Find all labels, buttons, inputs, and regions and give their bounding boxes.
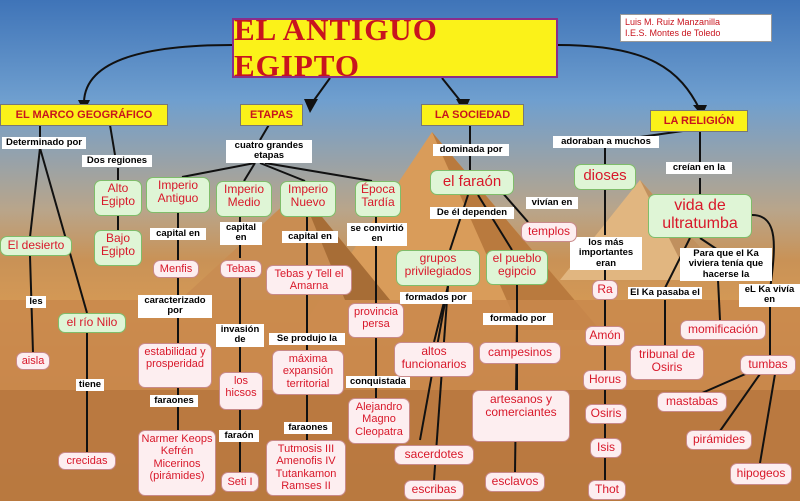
section-sociedad: LA SOCIEDAD [421, 104, 524, 126]
link-conquistada: conquistada [346, 376, 410, 389]
node-alto-egipto[interactable]: Alto Egipto [94, 180, 142, 216]
node-imperio-antiguo[interactable]: Imperio Antiguo [146, 177, 210, 213]
author-school: I.E.S. Montes de Toledo [625, 28, 721, 39]
link-faraon-medio: faraón [219, 430, 259, 443]
node-mastabas[interactable]: mastabas [657, 392, 727, 412]
link-dominada: dominada por [433, 144, 509, 157]
node-altos-funcionarios[interactable]: altos funcionarios [394, 342, 474, 377]
node-tebas-amarna[interactable]: Tebas y Tell el Amarna [266, 265, 352, 295]
node-faraones-nuevo[interactable]: Tutmosis III Amenofis IV Tutankamon Rams… [266, 440, 346, 496]
node-templos[interactable]: templos [521, 222, 577, 242]
node-escribas[interactable]: escribas [404, 480, 464, 500]
link-para-que-ka: Para que el Ka viviera tenía que hacerse… [680, 248, 772, 282]
link-se-produjo: Se produjo la [269, 333, 345, 346]
node-seti[interactable]: Seti I [221, 472, 259, 492]
link-faraones-antiguo: faraones [150, 395, 198, 408]
node-hipogeos[interactable]: hipogeos [730, 463, 792, 485]
link-ka-pasaba: El Ka pasaba el [628, 287, 702, 300]
link-de-el-dependen: De él dependen [430, 207, 514, 220]
author-credit: Luis M. Ruiz Manzanilla I.E.S. Montes de… [620, 14, 772, 42]
link-capital-nuevo: capital en [282, 231, 338, 244]
node-estabilidad-prosperidad[interactable]: estabilidad y prosperidad [138, 343, 212, 388]
node-menfis[interactable]: Menfis [153, 260, 199, 278]
link-faraones-nuevo: faraones [284, 422, 332, 435]
link-creian: creían en la [666, 162, 732, 175]
node-grupos-privilegiados[interactable]: grupos privilegiados [396, 250, 480, 286]
node-horus[interactable]: Horus [583, 370, 627, 390]
node-thot[interactable]: Thot [588, 480, 626, 500]
link-tiene: tiene [76, 379, 104, 392]
main-title: EL ANTIGUO EGIPTO [232, 12, 558, 83]
node-alejandro-cleopatra[interactable]: Alejandro Magno Cleopatra [348, 398, 410, 444]
node-isis[interactable]: Isis [590, 438, 622, 458]
node-pueblo-egipcio[interactable]: el pueblo egipcio [486, 250, 548, 285]
link-capital-antiguo: capital en [150, 228, 206, 241]
section-etapas: ETAPAS [240, 104, 303, 126]
link-ka-vivia: eL Ka vivía en [739, 284, 800, 307]
node-provincia-persa[interactable]: provincia persa [348, 303, 404, 338]
author-name: Luis M. Ruiz Manzanilla [625, 17, 721, 27]
node-tumbas[interactable]: tumbas [740, 355, 796, 375]
node-epoca-tardia[interactable]: Época Tardía [355, 181, 401, 217]
node-rio-nilo[interactable]: el río Nilo [58, 313, 126, 333]
link-les: les [26, 296, 46, 309]
link-formados-por: formados por [400, 292, 472, 305]
node-sacerdotes[interactable]: sacerdotes [394, 445, 474, 465]
node-osiris[interactable]: Osiris [585, 404, 627, 424]
node-imperio-medio[interactable]: Imperio Medio [216, 181, 272, 217]
node-tebas[interactable]: Tebas [220, 260, 262, 278]
node-vida-ultratumba[interactable]: vida de ultratumba [648, 194, 752, 238]
section-religion: LA RELIGIÓN [650, 110, 748, 132]
node-imperio-nuevo[interactable]: Imperio Nuevo [280, 181, 336, 217]
node-hicsos[interactable]: los hicsos [219, 372, 263, 410]
node-maxima-expansion[interactable]: máxima expansión territorial [272, 350, 344, 395]
node-campesinos[interactable]: campesinos [479, 342, 561, 364]
link-invasion: invasión de [216, 324, 264, 347]
node-aisla[interactable]: aisla [16, 352, 50, 370]
link-formado-por: formado por [483, 313, 553, 326]
section-marco-geografico: EL MARCO GEOGRÁFICO [0, 104, 168, 126]
link-dos-regiones: Dos regiones [82, 155, 152, 168]
link-vivian: vivían en [526, 197, 578, 210]
node-crecidas[interactable]: crecidas [58, 452, 116, 470]
node-amon[interactable]: Amón [585, 326, 625, 346]
link-adoraban: adoraban a muchos [553, 136, 659, 149]
link-cuatro-etapas: cuatro grandes etapas [226, 140, 312, 163]
node-artesanos-comerciantes[interactable]: artesanos y comerciantes [472, 390, 570, 442]
node-momificacion[interactable]: momificación [680, 320, 766, 340]
link-caracterizado: caracterizado por [138, 295, 212, 318]
node-faraones-antiguo[interactable]: Narmer Keops Kefrén Micerinos (pirámides… [138, 430, 216, 496]
node-tribunal-osiris[interactable]: tribunal de Osiris [630, 345, 704, 380]
node-ra[interactable]: Ra [592, 280, 618, 300]
link-los-mas-importantes: los más importantes eran [570, 237, 642, 271]
link-convirtio: se convirtió en [347, 223, 407, 246]
node-esclavos[interactable]: esclavos [485, 472, 545, 492]
link-capital-medio: capital en [220, 222, 262, 245]
node-desierto[interactable]: El desierto [0, 236, 72, 256]
node-el-farao[interactable]: el faraón [430, 170, 514, 195]
node-bajo-egipto[interactable]: Bajo Egipto [94, 230, 142, 266]
node-dioses[interactable]: dioses [574, 164, 636, 190]
link-determinado: Determinado por [2, 137, 86, 150]
node-piramides[interactable]: pirámides [686, 430, 752, 450]
